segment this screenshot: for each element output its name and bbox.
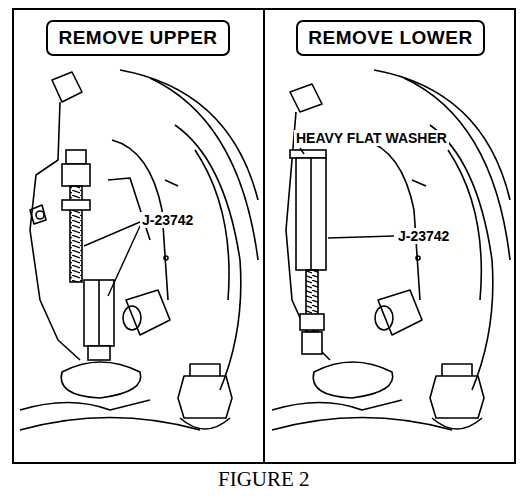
- figure-caption: FIGURE 2: [218, 467, 310, 492]
- heading-text: REMOVE LOWER: [308, 27, 472, 49]
- part-label: J-23742: [140, 212, 195, 228]
- heading-box: REMOVE LOWER: [296, 20, 485, 56]
- part-label: HEAVY FLAT WASHER: [294, 130, 449, 146]
- heading-box: REMOVE UPPER: [46, 20, 230, 56]
- heading-text: REMOVE UPPER: [58, 27, 217, 49]
- part-label: J-23742: [396, 228, 451, 244]
